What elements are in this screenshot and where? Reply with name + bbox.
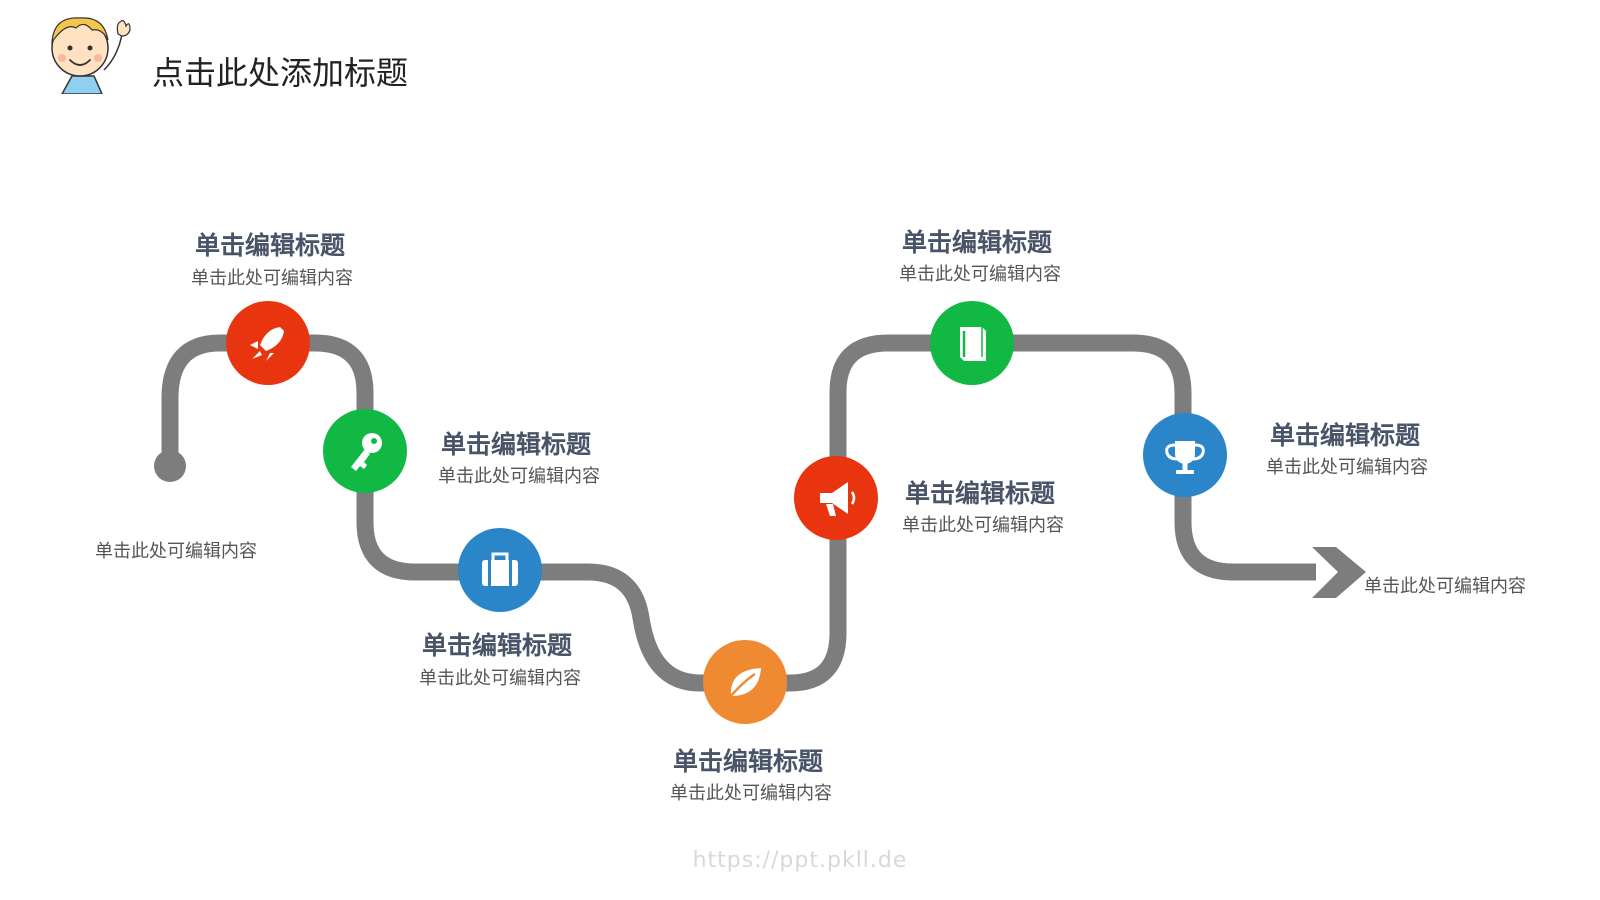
node-3 — [458, 528, 542, 612]
start-desc[interactable]: 单击此处可编辑内容 — [95, 541, 257, 562]
node-5 — [794, 456, 878, 540]
node-4 — [703, 640, 787, 724]
node-7-title[interactable]: 单击编辑标题 — [1269, 421, 1420, 450]
node-5-title[interactable]: 单击编辑标题 — [904, 479, 1055, 508]
road-end-arrow — [1312, 547, 1366, 598]
megaphone-icon — [820, 482, 856, 516]
node-1-title[interactable]: 单击编辑标题 — [194, 231, 345, 260]
rocket-icon — [250, 327, 284, 361]
key-icon — [351, 433, 382, 471]
node-6-desc[interactable]: 单击此处可编辑内容 — [899, 264, 1061, 285]
boy-mascot-icon — [51, 17, 131, 94]
page-title[interactable]: 点击此处添加标题 — [152, 54, 409, 92]
watermark-url: https://ppt.pkll.de — [692, 848, 908, 873]
trophy-icon — [1165, 441, 1205, 474]
node-6-title[interactable]: 单击编辑标题 — [901, 228, 1052, 257]
node-2-title[interactable]: 单击编辑标题 — [440, 430, 591, 459]
end-desc[interactable]: 单击此处可编辑内容 — [1364, 576, 1526, 597]
road-path — [161, 334, 1316, 692]
road-start-dot — [154, 450, 186, 482]
node-2 — [323, 409, 407, 493]
node-6 — [930, 301, 1014, 385]
leaf-icon — [728, 668, 761, 699]
node-2-desc[interactable]: 单击此处可编辑内容 — [438, 466, 600, 487]
node-1 — [226, 301, 310, 385]
book-icon — [960, 327, 986, 361]
node-4-title[interactable]: 单击编辑标题 — [672, 747, 823, 776]
node-7-desc[interactable]: 单击此处可编辑内容 — [1266, 457, 1428, 478]
node-3-desc[interactable]: 单击此处可编辑内容 — [419, 668, 581, 689]
node-4-desc[interactable]: 单击此处可编辑内容 — [670, 783, 832, 804]
briefcase-icon — [482, 552, 518, 586]
node-1-desc[interactable]: 单击此处可编辑内容 — [191, 268, 353, 289]
node-5-desc[interactable]: 单击此处可编辑内容 — [902, 515, 1064, 536]
node-7 — [1143, 413, 1227, 497]
node-3-title[interactable]: 单击编辑标题 — [421, 631, 572, 660]
